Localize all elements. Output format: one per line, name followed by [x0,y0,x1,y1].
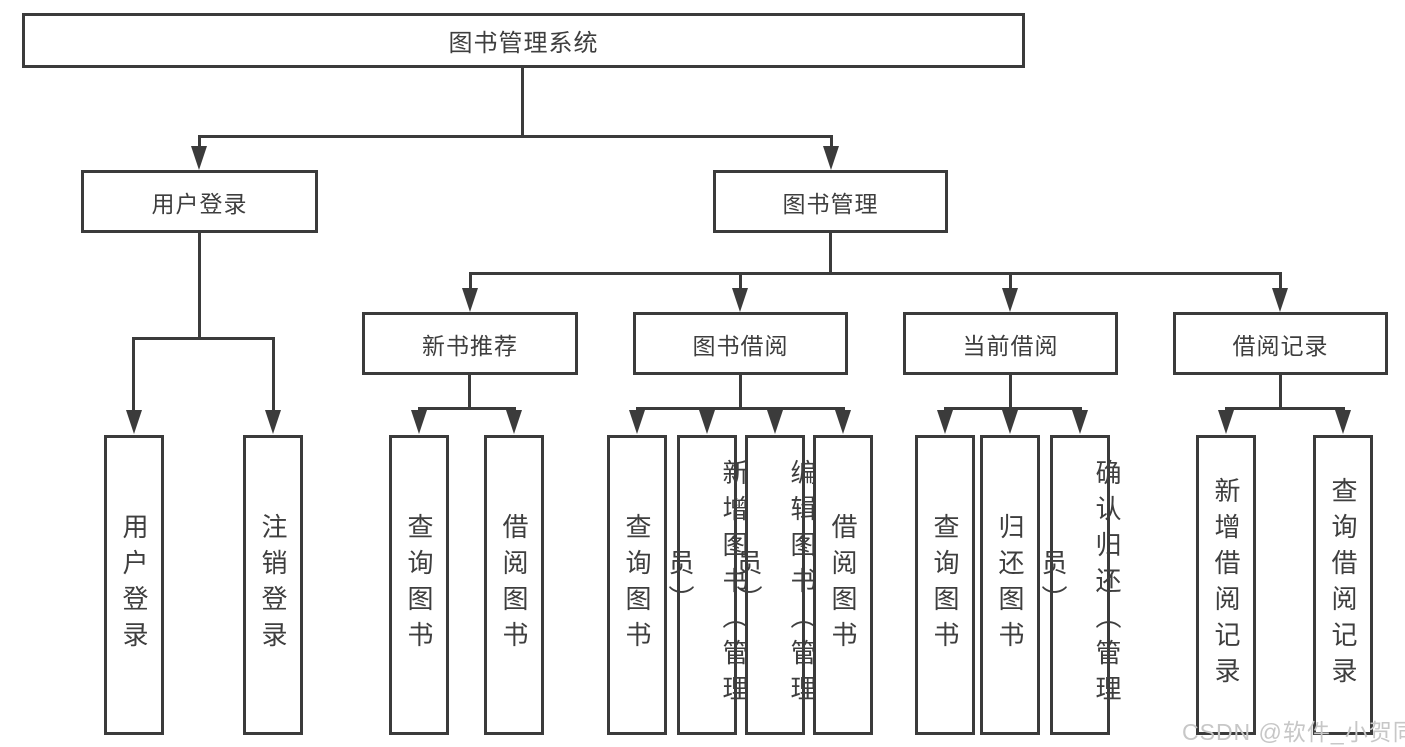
leaf-recommend-borrow-books: 借阅图书 [484,435,544,735]
csdn-watermark: CSDN @软件_小贺同学 [1182,719,1405,745]
leaf-borrow-query-books: 查询图书 [607,435,667,735]
connector-recommend-crossbar [418,407,516,410]
connector-root-drop-left [198,135,201,153]
arrow-down-icon [732,288,748,312]
leaf-return-books: 归还图书 [980,435,1040,735]
leaf-add-books-admin-label: 新增图书（管理员） [665,459,749,711]
connector-root-stem [521,68,524,135]
leaf-add-borrow-record-label: 新增借阅记录 [1211,477,1241,693]
arrow-down-icon [629,410,645,434]
leaf-current-query-books: 查询图书 [915,435,975,735]
connector-book-mgmt-drop-3 [1009,272,1012,290]
arrow-down-icon [1272,288,1288,312]
leaf-query-borrow-record: 查询借阅记录 [1313,435,1373,735]
leaf-query-borrow-record-label: 查询借阅记录 [1328,477,1358,693]
connector-current-stem [1009,375,1012,409]
node-borrow-records: 借阅记录 [1173,312,1388,375]
connector-borrow-stem [739,375,742,409]
connector-user-login-stem [198,233,201,337]
connector-current-crossbar [944,407,1082,410]
connector-borrow-crossbar [636,407,845,410]
leaf-add-borrow-record: 新增借阅记录 [1196,435,1256,735]
arrow-down-icon [1002,288,1018,312]
leaf-current-query-books-label: 查询图书 [930,513,960,657]
arrow-down-icon [126,410,142,434]
node-borrow-records-label: 借阅记录 [1232,332,1329,359]
leaf-logout: 注销登录 [243,435,303,735]
leaf-recommend-query-books-label: 查询图书 [404,513,434,657]
arrow-down-icon [411,410,427,434]
leaf-confirm-return-admin: 确认归还（管理员） [1038,435,1122,735]
connector-user-login-drop-2 [272,337,275,412]
leaf-borrow-books: 借阅图书 [813,435,873,735]
connector-root-crossbar [198,135,833,138]
connector-user-login-crossbar [132,337,274,340]
connector-user-login-drop-1 [132,337,135,412]
node-new-book-recommend-label: 新书推荐 [422,332,518,359]
connector-records-crossbar [1225,407,1345,410]
connector-book-mgmt-crossbar [469,272,1282,275]
node-new-book-recommend: 新书推荐 [362,312,578,375]
node-user-login: 用户登录 [81,170,318,233]
arrow-down-icon [1335,410,1351,434]
arrow-down-icon [265,410,281,434]
node-current-borrow-label: 当前借阅 [962,332,1059,359]
node-current-borrow: 当前借阅 [903,312,1118,375]
connector-root-drop-right [830,135,833,153]
leaf-user-login: 用户登录 [104,435,164,735]
connector-book-mgmt-stem [829,233,832,272]
leaf-borrow-books-label: 借阅图书 [828,513,858,657]
leaf-return-books-label: 归还图书 [995,513,1025,657]
connector-recommend-stem [468,375,471,409]
arrow-down-icon [835,410,851,434]
connector-book-mgmt-drop-2 [739,272,742,290]
node-book-management-label: 图书管理 [782,190,879,217]
arrow-down-icon [191,146,207,170]
connector-book-mgmt-drop-4 [1279,272,1282,290]
leaf-logout-label: 注销登录 [258,513,288,657]
leaf-recommend-borrow-books-label: 借阅图书 [499,513,529,657]
arrow-down-icon [1002,410,1018,434]
arrow-down-icon [823,146,839,170]
connector-records-stem [1279,375,1282,409]
node-book-borrow: 图书借阅 [633,312,848,375]
arrow-down-icon [937,410,953,434]
arrow-down-icon [462,288,478,312]
node-root-label: 图书管理系统 [448,30,599,57]
arrow-down-icon [699,410,715,434]
arrow-down-icon [1072,410,1088,434]
arrow-down-icon [767,410,783,434]
node-book-management: 图书管理 [713,170,948,233]
leaf-confirm-return-admin-label: 确认归还（管理员） [1038,459,1122,711]
leaf-edit-books-admin-label: 编辑图书（管理员） [733,459,817,711]
leaf-borrow-query-books-label: 查询图书 [622,513,652,657]
node-book-borrow-label: 图书借阅 [692,332,789,359]
leaf-add-books-admin: 新增图书（管理员） [665,435,749,735]
node-user-login-label: 用户登录 [151,190,248,217]
leaf-user-login-label: 用户登录 [119,513,149,657]
leaf-edit-books-admin: 编辑图书（管理员） [733,435,817,735]
arrow-down-icon [506,410,522,434]
connector-book-mgmt-drop-1 [469,272,472,290]
arrow-down-icon [1218,410,1234,434]
node-root: 图书管理系统 [22,13,1025,68]
leaf-recommend-query-books: 查询图书 [389,435,449,735]
